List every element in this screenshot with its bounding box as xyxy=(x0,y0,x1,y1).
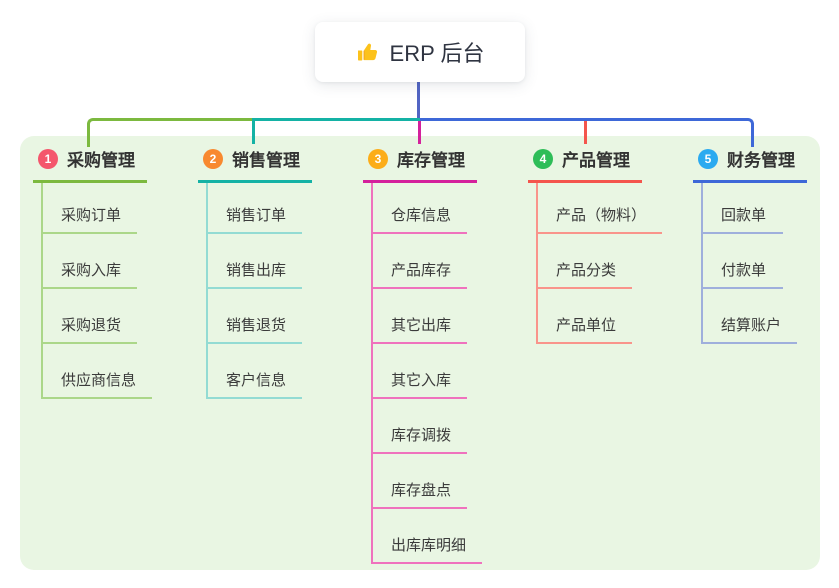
child-label: 客户信息 xyxy=(226,372,287,389)
child-node[interactable]: 客户信息 xyxy=(208,344,303,399)
child-node[interactable]: 其它入库 xyxy=(373,344,468,399)
root-node[interactable]: ERP 后台 xyxy=(315,22,525,82)
branch-title[interactable]: 2 销售管理 xyxy=(198,146,312,183)
child-label: 出库库明细 xyxy=(391,537,467,554)
connector-branch-2-drop xyxy=(252,118,255,144)
child-label: 库存盘点 xyxy=(391,482,452,499)
child-label: 其它出库 xyxy=(391,317,452,334)
child-node[interactable]: 仓库信息 xyxy=(373,183,468,234)
connector-branch-5 xyxy=(420,118,754,147)
child-node[interactable]: 库存调拨 xyxy=(373,399,468,454)
child-label: 采购订单 xyxy=(61,207,122,224)
child-label: 销售出库 xyxy=(226,262,287,279)
child-label: 其它入库 xyxy=(391,372,452,389)
branch-label: 财务管理 xyxy=(727,151,795,170)
child-node[interactable]: 产品分类 xyxy=(538,234,633,289)
branch-label: 产品管理 xyxy=(562,151,630,170)
child-node[interactable]: 出库库明细 xyxy=(373,509,483,564)
child-node[interactable]: 销售退货 xyxy=(208,289,303,344)
child-node[interactable]: 产品（物料） xyxy=(538,183,663,234)
child-node[interactable]: 付款单 xyxy=(703,234,783,289)
branch-children: 产品（物料） 产品分类 产品单位 xyxy=(536,183,663,344)
child-label: 销售订单 xyxy=(226,207,287,224)
thumbs-up-icon xyxy=(356,40,380,64)
child-label: 仓库信息 xyxy=(391,207,452,224)
branch-title[interactable]: 5 财务管理 xyxy=(693,146,807,183)
branch-number-badge: 4 xyxy=(533,148,553,169)
branch-number-badge: 1 xyxy=(38,148,58,169)
root-stem-line xyxy=(417,82,420,121)
child-node[interactable]: 结算账户 xyxy=(703,289,798,344)
branch-label: 库存管理 xyxy=(397,151,465,170)
child-label: 采购入库 xyxy=(61,262,122,279)
child-label: 回款单 xyxy=(721,207,767,224)
branch-采购管理: 1 采购管理 采购订单 采购入库 采购退货 供应商信息 xyxy=(33,146,153,399)
branch-label: 采购管理 xyxy=(67,151,135,170)
branch-label: 销售管理 xyxy=(232,151,300,170)
child-label: 付款单 xyxy=(721,262,767,279)
child-label: 产品库存 xyxy=(391,262,452,279)
branch-number-badge: 3 xyxy=(368,148,388,169)
mindmap-panel xyxy=(20,136,820,570)
child-label: 产品分类 xyxy=(556,262,617,279)
branch-财务管理: 5 财务管理 回款单 付款单 结算账户 xyxy=(693,146,807,344)
branch-children: 采购订单 采购入库 采购退货 供应商信息 xyxy=(41,183,153,399)
child-label: 产品单位 xyxy=(556,317,617,334)
branch-title[interactable]: 1 采购管理 xyxy=(33,146,147,183)
child-node[interactable]: 供应商信息 xyxy=(43,344,153,399)
child-node[interactable]: 采购入库 xyxy=(43,234,138,289)
branch-销售管理: 2 销售管理 销售订单 销售出库 销售退货 客户信息 xyxy=(198,146,312,399)
branch-产品管理: 4 产品管理 产品（物料） 产品分类 产品单位 xyxy=(528,146,663,344)
branch-title[interactable]: 3 库存管理 xyxy=(363,146,477,183)
branch-children: 销售订单 销售出库 销售退货 客户信息 xyxy=(206,183,303,399)
branch-children: 仓库信息 产品库存 其它出库 其它入库 库存调拨 库存盘点 出库库明细 xyxy=(371,183,483,564)
child-label: 采购退货 xyxy=(61,317,122,334)
branch-number-badge: 5 xyxy=(698,148,718,169)
branch-库存管理: 3 库存管理 仓库信息 产品库存 其它出库 其它入库 库存调拨 库存盘点 出库库… xyxy=(363,146,483,564)
child-label: 销售退货 xyxy=(226,317,287,334)
child-node[interactable]: 采购订单 xyxy=(43,183,138,234)
child-node[interactable]: 库存盘点 xyxy=(373,454,468,509)
child-node[interactable]: 产品单位 xyxy=(538,289,633,344)
child-node[interactable]: 产品库存 xyxy=(373,234,468,289)
connector-branch-2-horizontal xyxy=(252,118,421,121)
branch-number-badge: 2 xyxy=(203,148,223,169)
child-node[interactable]: 销售订单 xyxy=(208,183,303,234)
child-label: 供应商信息 xyxy=(61,372,137,389)
branch-children: 回款单 付款单 结算账户 xyxy=(701,183,798,344)
child-node[interactable]: 回款单 xyxy=(703,183,783,234)
connector-branch-1 xyxy=(87,118,256,147)
child-label: 库存调拨 xyxy=(391,427,452,444)
child-node[interactable]: 其它出库 xyxy=(373,289,468,344)
child-label: 结算账户 xyxy=(721,317,782,334)
root-label: ERP 后台 xyxy=(389,41,485,66)
connector-branch-3-drop xyxy=(418,121,421,144)
branch-title[interactable]: 4 产品管理 xyxy=(528,146,642,183)
connector-branch-4-drop xyxy=(584,121,587,144)
child-node[interactable]: 采购退货 xyxy=(43,289,138,344)
child-label: 产品（物料） xyxy=(556,207,647,224)
child-node[interactable]: 销售出库 xyxy=(208,234,303,289)
